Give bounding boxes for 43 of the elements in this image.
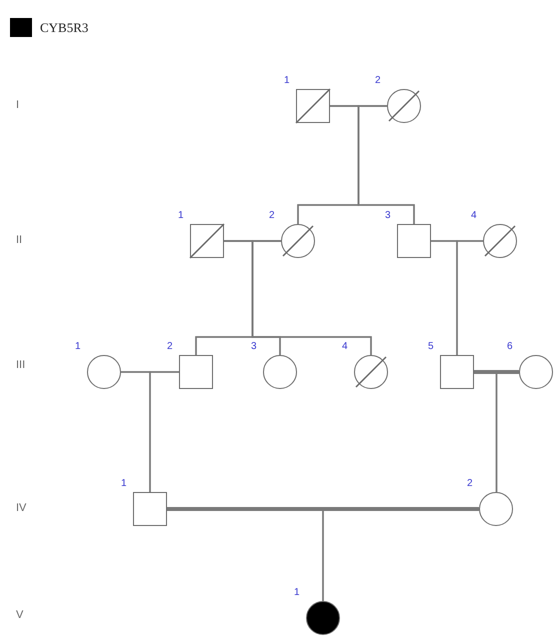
individual-number: 2 [375,76,381,86]
pedigree-line [167,507,479,511]
generation-label: IV [16,503,26,514]
male-square [190,224,224,258]
individual-number: 2 [467,479,473,489]
female-circle [281,224,315,258]
male-square [133,492,167,526]
pedigree-line [474,370,519,374]
individual-number: 2 [269,211,275,221]
pedigree-line [358,105,415,224]
female-circle [483,224,517,258]
female-circle [519,355,553,389]
pedigree-line [322,508,479,601]
individual-number: 3 [385,211,391,221]
individual-number: 3 [251,342,257,352]
male-square [440,355,474,389]
male-square [397,224,431,258]
generation-label: III [16,360,26,371]
female-circle [263,355,297,389]
individual-number: 6 [507,342,513,352]
individual-number: 2 [167,342,173,352]
female-circle [306,601,340,635]
pedigree-line [456,240,483,355]
generation-label: V [16,610,24,621]
individual-number: 1 [178,211,184,221]
male-square [179,355,213,389]
female-circle [87,355,121,389]
individual-number: 1 [75,342,81,352]
individual-number: 1 [294,588,300,598]
generation-label: II [16,235,22,246]
female-circle [387,89,421,123]
individual-number: 1 [284,76,290,86]
legend-text: CYB5R3 [40,20,88,36]
pedigree-line [149,371,179,492]
individual-number: 4 [471,211,477,221]
individual-number: 4 [342,342,348,352]
generation-label: I [16,100,20,111]
individual-number: 1 [121,479,127,489]
male-square [296,89,330,123]
individual-number: 5 [428,342,434,352]
female-circle [354,355,388,389]
pedigree-line [252,240,372,355]
female-circle [479,492,513,526]
